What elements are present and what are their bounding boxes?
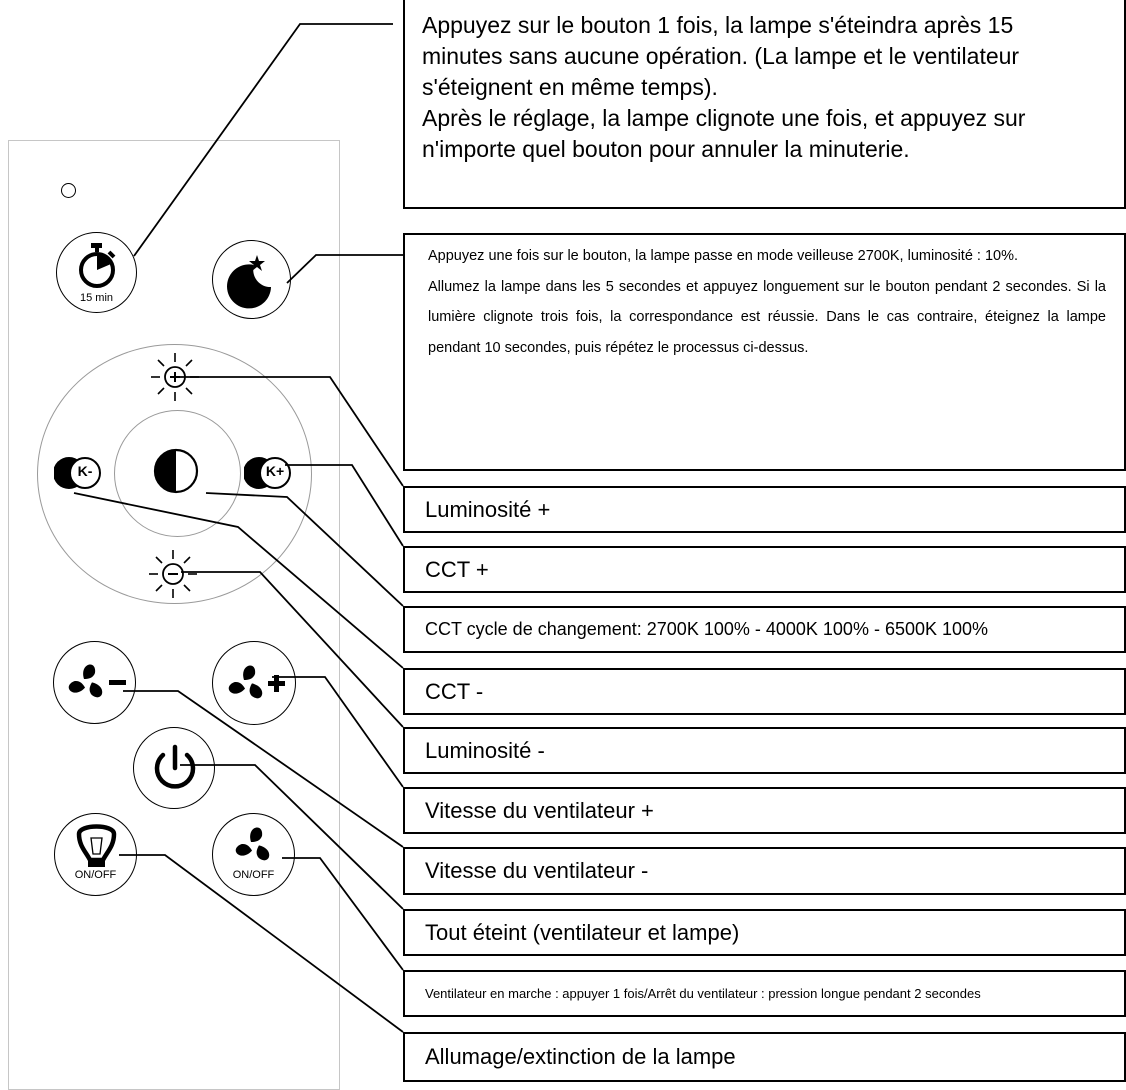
cct-cycle-text: CCT cycle de changement: 2700K 100% - 40… <box>425 619 989 639</box>
cct-minus-button[interactable]: K- <box>53 455 106 491</box>
night-mode-button[interactable] <box>212 240 291 319</box>
k-minus-icon <box>53 457 101 489</box>
fan-toggle-button[interactable]: ON/OFF <box>212 813 295 896</box>
fan-minus-icon <box>68 664 126 698</box>
all-off-callout: Tout éteint (ventilateur et lampe) <box>403 909 1126 956</box>
leader-lamp-toggle <box>119 854 404 1033</box>
k-plus-icon <box>243 457 291 489</box>
lamp-toggle-callout: Allumage/extinction de la lampe <box>403 1032 1126 1082</box>
leader-cct-cycle <box>205 492 404 607</box>
timer-label: 15 min <box>79 292 114 304</box>
cct-plus-text: CCT + <box>425 556 489 582</box>
fan-toggle-label: ON/OFF <box>232 869 275 881</box>
cct-minus-callout: CCT - <box>403 668 1126 715</box>
inner-dial-ring <box>114 410 241 537</box>
cct-minus-label: K- <box>77 463 93 479</box>
fan-toggle-text: Ventilateur en marche : appuyer 1 fois/A… <box>425 986 981 1001</box>
timer-text-line-3: s'éteignent en même temps). <box>422 74 718 100</box>
leader-cct-minus <box>73 492 404 669</box>
leader-brightness-up <box>180 376 404 487</box>
cct-minus-text: CCT - <box>425 678 484 704</box>
fan-plus-button[interactable] <box>212 641 296 725</box>
brightness-up-text: Luminosité + <box>425 496 551 522</box>
night-mode-text-1: Appuyez une fois sur le bouton, la lampe… <box>428 248 1019 264</box>
timer-text-line-4: Après le réglage, la lampe clignote une … <box>422 105 1026 131</box>
outer-dial-ring <box>37 344 312 604</box>
cct-plus-button[interactable]: K+ <box>243 455 296 491</box>
fan-speed-down-text: Vitesse du ventilateur - <box>425 858 649 883</box>
leader-power <box>180 764 404 910</box>
stopwatch-icon <box>79 243 116 288</box>
fan-minus-button[interactable] <box>53 641 136 724</box>
brightness-down-callout: Luminosité - <box>403 727 1126 774</box>
all-off-text: Tout éteint (ventilateur et lampe) <box>425 919 740 945</box>
timer-text-line-1: Appuyez sur le bouton 1 fois, la lampe s… <box>422 12 1014 38</box>
fan-plus-icon <box>228 665 285 699</box>
leader-brightness-down <box>181 571 404 728</box>
power-button[interactable] <box>133 727 215 809</box>
brightness-up-callout: Luminosité + <box>403 486 1126 533</box>
brightness-down-button[interactable] <box>146 547 200 601</box>
fan-icon <box>235 827 270 861</box>
lamp-toggle-label: ON/OFF <box>74 869 117 881</box>
leader-timer <box>133 23 393 257</box>
fan-speed-up-text: Vitesse du ventilateur + <box>425 797 654 823</box>
timer-text-line-2: minutes sans aucune opération. (La lampe… <box>422 43 1020 69</box>
indicator-light <box>61 183 76 198</box>
fan-speed-up-callout: Vitesse du ventilateur + <box>403 787 1126 834</box>
timer-callout: Appuyez sur le bouton 1 fois, la lampe s… <box>403 0 1126 209</box>
half-circle-icon <box>153 448 199 494</box>
timer-text-line-5: n'importe quel bouton pour annuler la mi… <box>422 136 910 162</box>
cct-plus-callout: CCT + <box>403 546 1126 593</box>
night-mode-text-2: Allumez la lampe dans les 5 secondes et … <box>428 278 1106 356</box>
lamp-icon <box>76 824 117 867</box>
cct-cycle-button[interactable] <box>152 447 200 495</box>
leader-fan-minus <box>123 690 404 848</box>
sun-minus-icon <box>149 550 197 598</box>
brightness-down-text: Luminosité - <box>425 737 545 763</box>
leader-night <box>286 254 403 284</box>
moon-stars-icon <box>227 255 271 309</box>
leader-fan-toggle <box>282 857 404 971</box>
night-mode-callout: Appuyez une fois sur le bouton, la lampe… <box>403 233 1126 471</box>
leader-cct-plus <box>285 464 404 547</box>
cct-cycle-callout: CCT cycle de changement: 2700K 100% - 40… <box>403 606 1126 653</box>
timer-button[interactable]: 15 min <box>56 232 137 313</box>
fan-toggle-callout: Ventilateur en marche : appuyer 1 fois/A… <box>403 970 1126 1017</box>
leader-fan-plus <box>272 676 404 788</box>
fan-speed-down-callout: Vitesse du ventilateur - <box>403 847 1126 895</box>
cct-plus-label: K+ <box>265 463 285 479</box>
lamp-toggle-text: Allumage/extinction de la lampe <box>425 1044 736 1069</box>
